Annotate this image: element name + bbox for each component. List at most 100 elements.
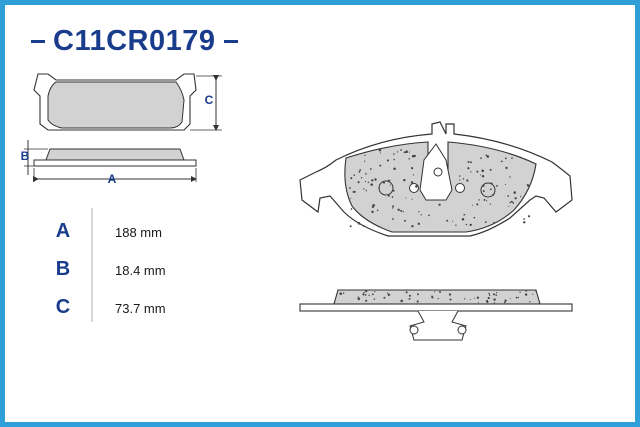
speckle-dot bbox=[455, 224, 457, 226]
speckle-dot bbox=[461, 217, 465, 221]
speckle-dot bbox=[364, 160, 366, 162]
speckle-dot bbox=[393, 167, 396, 171]
speckle-dot bbox=[379, 152, 381, 154]
speckle-dot bbox=[387, 194, 390, 197]
speckle-dot bbox=[479, 174, 482, 176]
speckle-dot bbox=[353, 174, 356, 176]
speckle-dot bbox=[492, 193, 495, 196]
speckle-dot bbox=[489, 168, 492, 171]
speckle-dot bbox=[386, 159, 389, 162]
speckle-dot bbox=[349, 187, 351, 189]
side-clip-rivet-right bbox=[457, 325, 467, 335]
speckle-dot bbox=[405, 291, 408, 294]
speckle-dot bbox=[357, 297, 361, 300]
speckle-dot bbox=[488, 294, 491, 296]
speckle-dot bbox=[437, 297, 439, 300]
speckle-dot bbox=[408, 297, 411, 300]
speckle-dot bbox=[500, 160, 503, 163]
speckle-dot bbox=[459, 179, 461, 181]
speckle-dot bbox=[360, 177, 363, 179]
speckle-dot bbox=[520, 195, 522, 198]
speckle-dot bbox=[412, 174, 415, 176]
speckle-dot bbox=[511, 157, 513, 160]
speckle-dot bbox=[358, 299, 360, 301]
speckle-dot bbox=[368, 294, 370, 296]
speckle-dot bbox=[507, 195, 510, 197]
speckle-dot bbox=[400, 299, 403, 303]
speckle-dot bbox=[476, 296, 480, 299]
sensor-center-hole bbox=[433, 167, 443, 177]
speckle-dot bbox=[352, 190, 355, 194]
speckle-dot bbox=[469, 223, 472, 227]
speckle-hole-right bbox=[480, 182, 496, 198]
speckle-dot bbox=[404, 219, 406, 222]
dimension-c-value: 73.7 mm bbox=[115, 301, 166, 316]
speckle-dot bbox=[364, 154, 366, 156]
speckle-dot bbox=[470, 161, 472, 164]
speckle-dot bbox=[482, 185, 484, 187]
speckle-dot bbox=[371, 179, 374, 182]
speckle-dot bbox=[400, 149, 402, 151]
speckle-dot bbox=[503, 301, 506, 304]
side-clip-rivet-left bbox=[409, 325, 419, 335]
speckle-dot bbox=[339, 292, 342, 295]
speckle-dot bbox=[463, 213, 466, 216]
speckle-dot bbox=[431, 296, 434, 299]
speckle-dot bbox=[364, 294, 367, 296]
speckle-dot bbox=[383, 296, 386, 299]
speckle-dot bbox=[476, 203, 479, 206]
speckle-dot bbox=[510, 200, 513, 203]
speckle-dot bbox=[354, 191, 356, 193]
speckle-dot bbox=[369, 168, 372, 170]
speckle-dot bbox=[464, 298, 466, 300]
speckle-dot bbox=[446, 219, 449, 222]
speckle-dot bbox=[411, 225, 414, 228]
speckle-dot bbox=[460, 191, 462, 193]
speckle-dot bbox=[357, 296, 359, 298]
speckle-dot bbox=[476, 170, 479, 173]
speckle-dot bbox=[485, 154, 488, 157]
speckle-dot bbox=[448, 293, 452, 296]
speckle-dot bbox=[374, 291, 376, 293]
speckle-dot bbox=[528, 215, 531, 218]
dimension-b-value: 18.4 mm bbox=[115, 263, 166, 278]
sensor-rivet-left bbox=[409, 183, 419, 193]
speckle-dot bbox=[509, 201, 512, 204]
speckle-dot bbox=[392, 189, 395, 192]
speckle-dot bbox=[365, 172, 367, 175]
speckle-dot bbox=[458, 175, 461, 177]
speckle-dot bbox=[438, 203, 441, 206]
speckle-dot bbox=[349, 225, 352, 228]
label-c: C bbox=[204, 93, 214, 107]
speckle-dot bbox=[350, 177, 353, 180]
speckle-dot bbox=[493, 298, 496, 301]
speckle-dot bbox=[515, 296, 518, 299]
speckle-dot bbox=[508, 205, 510, 207]
speckle-dot bbox=[462, 178, 465, 180]
speckle-dot bbox=[386, 292, 389, 294]
speckle-dot bbox=[473, 216, 476, 219]
speckle-dot bbox=[389, 184, 391, 186]
speckle-dot bbox=[472, 204, 474, 206]
speckle-dot bbox=[489, 203, 492, 205]
speckle-dot bbox=[403, 151, 406, 154]
speckle-dot bbox=[364, 180, 367, 183]
speckle-dot bbox=[358, 170, 361, 173]
speckle-dot bbox=[509, 176, 511, 178]
speckle-dot bbox=[405, 150, 408, 153]
dimension-a-letter: A bbox=[55, 220, 71, 242]
speckle-dot bbox=[371, 293, 374, 296]
speckle-dot bbox=[391, 207, 394, 209]
speckle-dot bbox=[523, 221, 526, 224]
speckle-dot bbox=[535, 290, 537, 292]
speckle-dot bbox=[378, 187, 381, 189]
speckle-dot bbox=[365, 299, 368, 302]
speckle-dot bbox=[509, 298, 511, 300]
speckle-dot bbox=[363, 188, 365, 190]
speckle-dot bbox=[397, 208, 400, 211]
speckle-dot bbox=[519, 291, 521, 293]
product-code: C11CR0179 bbox=[53, 24, 216, 57]
speckle-dot bbox=[367, 181, 370, 183]
speckle-dot bbox=[523, 218, 525, 220]
